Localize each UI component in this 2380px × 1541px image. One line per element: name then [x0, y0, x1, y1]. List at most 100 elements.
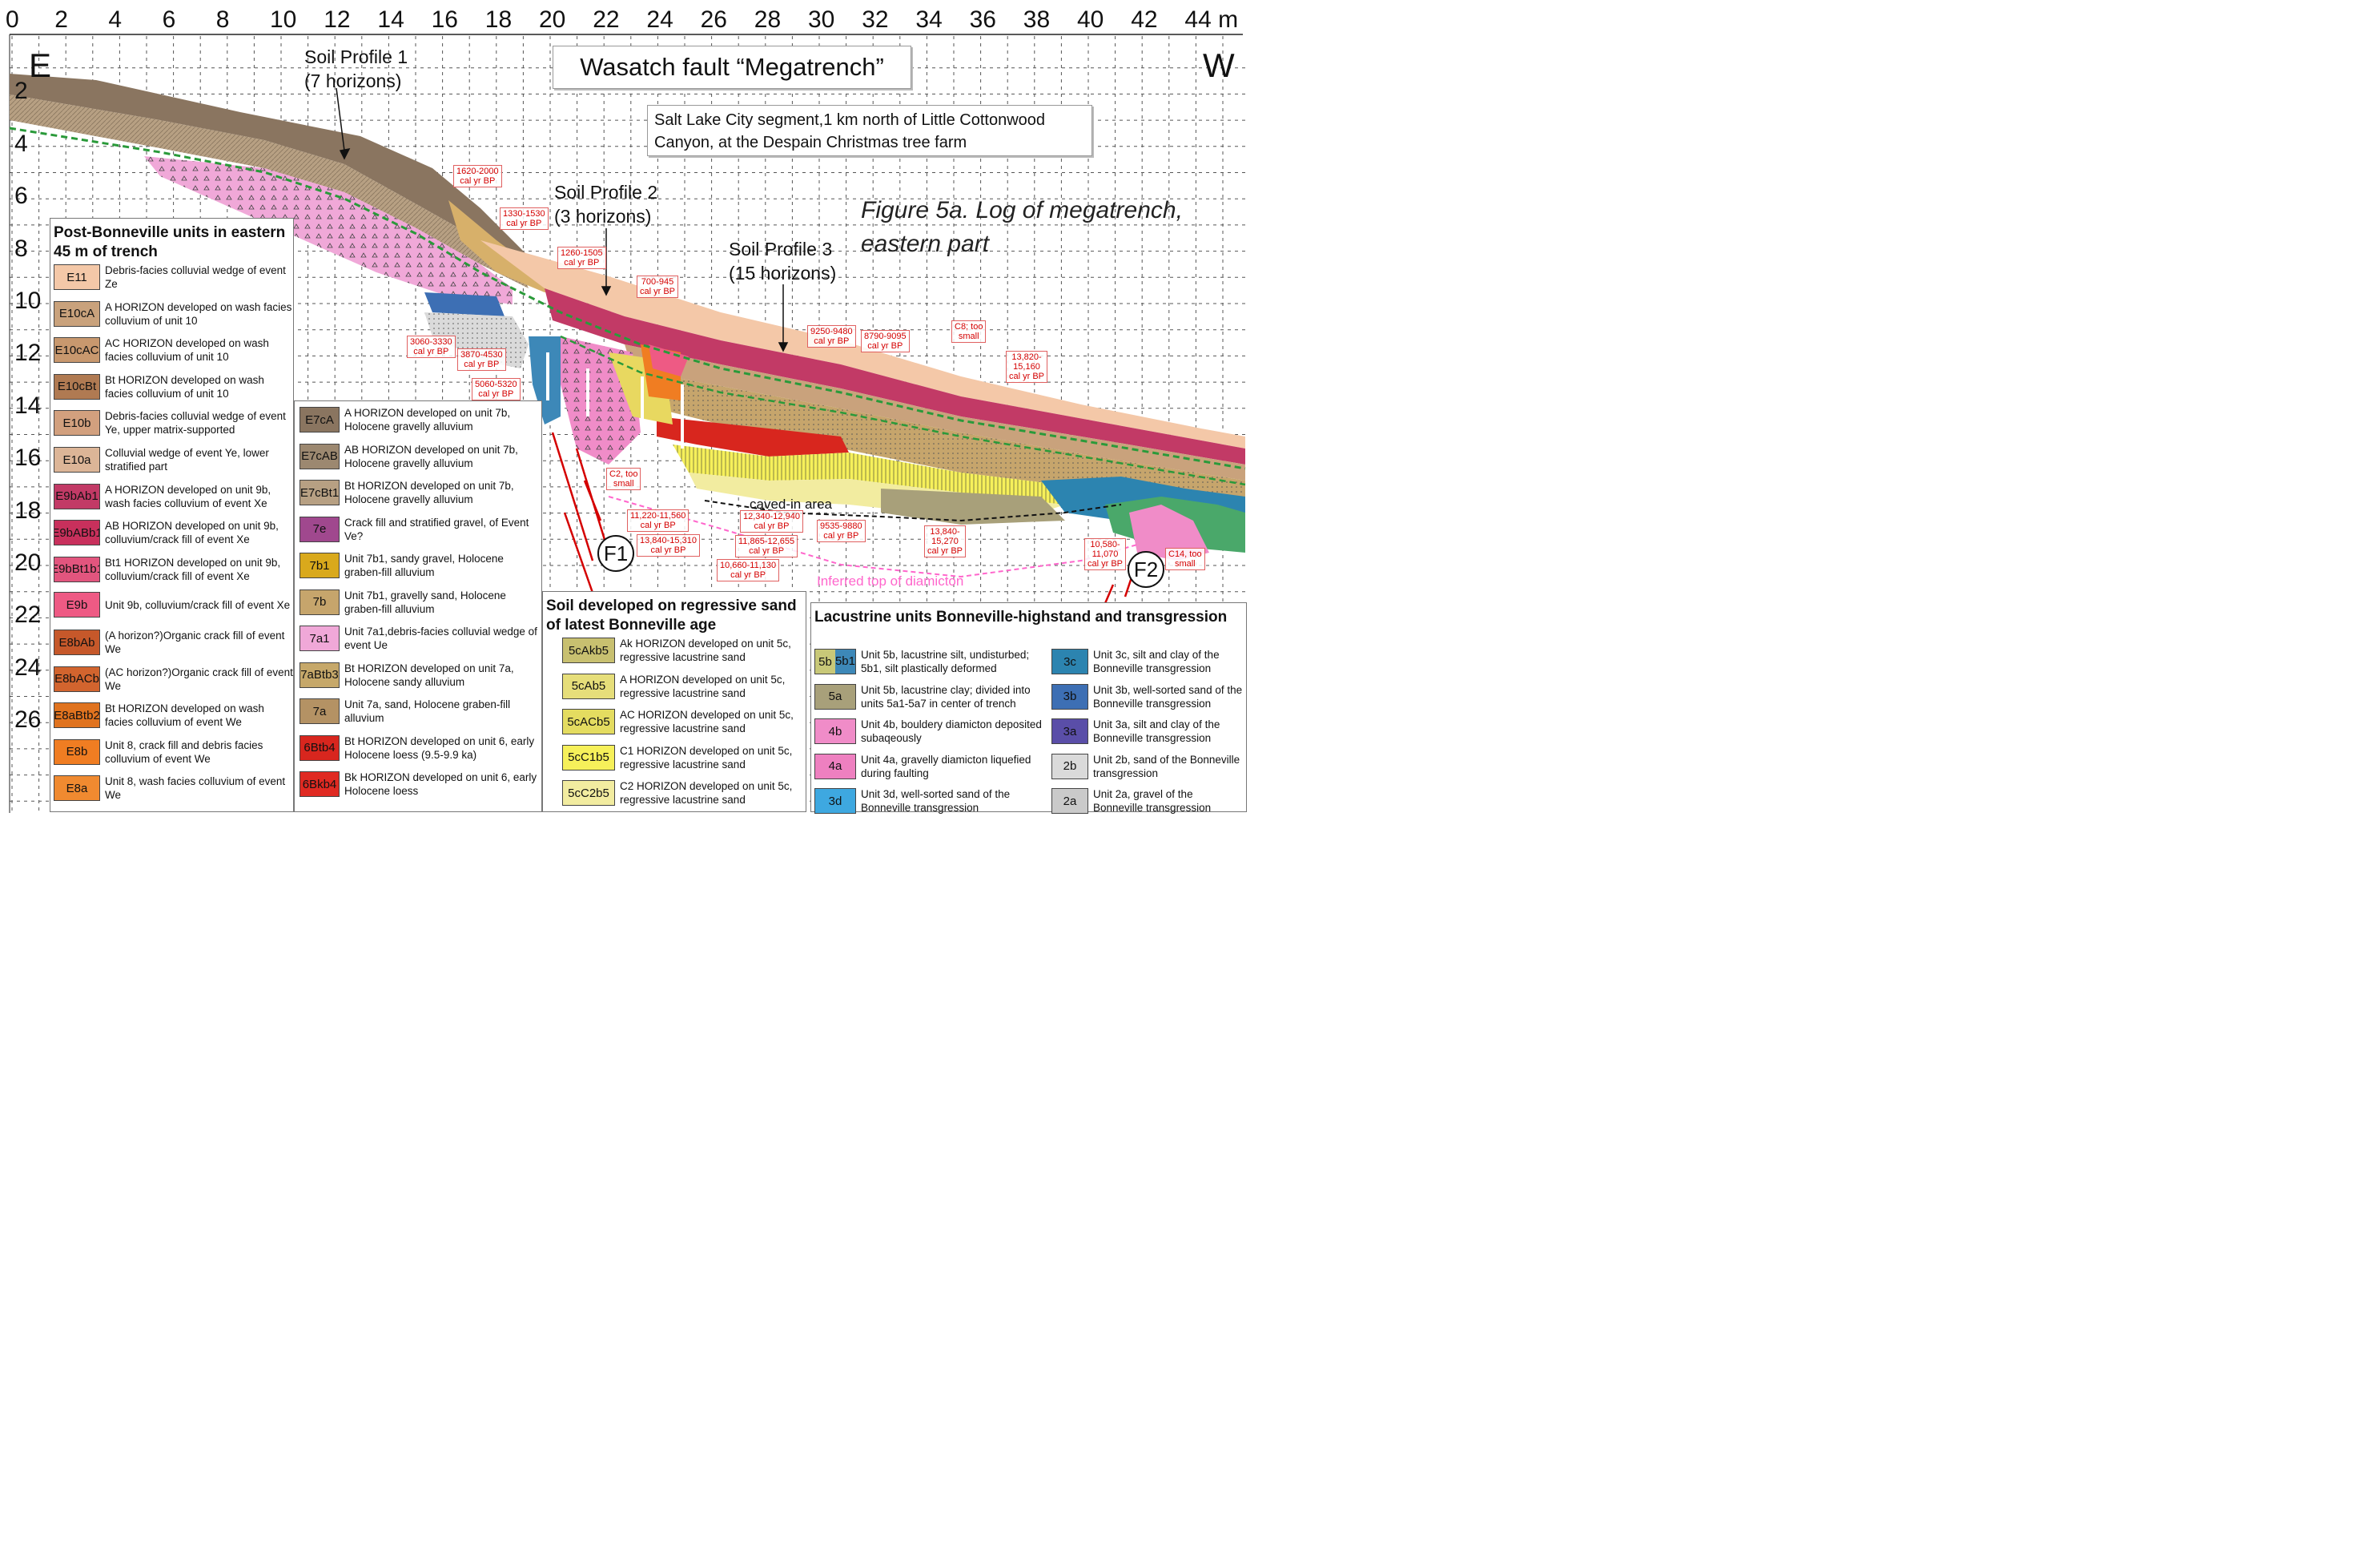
age-label: C14, too small: [1165, 548, 1205, 570]
legend-description: Unit 7a, sand, Holocene graben-fill allu…: [344, 698, 511, 724]
legend-description: Unit 4a, gravelly diamicton liquefied du…: [861, 753, 1031, 779]
legend-description: Bt1 HORIZON developed on unit 9b, colluv…: [105, 556, 281, 582]
legend-swatch: 5cC2b5: [562, 780, 615, 806]
legend-swatch: E10cA: [54, 300, 100, 327]
legend-swatch: E9bBt1b1: [54, 556, 100, 582]
age-label: 12,340-12,940 cal yr BP: [740, 510, 803, 533]
legend-code: 5cACb5: [567, 714, 610, 729]
age-label: C2, too small: [606, 468, 641, 490]
legend-description: Unit 3c, silt and clay of the Bonneville…: [1093, 649, 1220, 674]
legend-swatch: E8bACb: [54, 666, 100, 692]
legend-code: E10b: [62, 416, 91, 430]
legend-swatch: E9b: [54, 592, 100, 618]
legend-swatch: 3c: [1051, 649, 1088, 674]
legend-swatch: E8aBtb2: [54, 702, 100, 729]
legend-item: E8bAb(A horizon?)Organic crack fill of e…: [54, 629, 294, 656]
unit-3b-block: [424, 292, 505, 316]
x-tick-label: 44 m: [1184, 6, 1239, 33]
legend-regressive-heading: Soil developed on regressive sand of lat…: [546, 597, 797, 634]
legend-swatch: 7b1: [300, 553, 340, 578]
legend-swatch: 4b: [814, 718, 856, 744]
legend-swatch: 5cAkb5: [562, 638, 615, 663]
x-tick-label: 18: [484, 6, 513, 33]
page-title: Wasatch fault “Megatrench”: [553, 46, 911, 89]
age-label: 3060-3330 cal yr BP: [407, 336, 456, 358]
soil-boundary-line: [9, 127, 1246, 470]
age-label: 1620-2000 cal yr BP: [453, 165, 502, 187]
x-tick-label: 28: [754, 6, 782, 33]
x-tick-label: 12: [324, 6, 351, 33]
fault-f2-label: F2: [1128, 551, 1164, 588]
legend-code: E7cBt1: [300, 485, 340, 500]
age-label: 9535-9880 cal yr BP: [817, 520, 866, 542]
legend-swatch: E10cBt: [54, 373, 100, 400]
age-label: 9250-9480 cal yr BP: [807, 325, 856, 348]
legend-code: 7a: [312, 704, 327, 718]
x-tick-label: 2: [54, 6, 68, 33]
legend-code: 6Btb4: [304, 741, 336, 754]
age-label: 10,580- 11,070 cal yr BP: [1084, 538, 1127, 570]
legend-description: Ak HORIZON developed on unit 5c, regress…: [620, 638, 791, 663]
unit-e11-band: [480, 240, 1245, 449]
legend-code: E8aBtb2: [54, 708, 100, 722]
x-tick-label: 36: [969, 6, 996, 33]
figure-caption-line-1: Figure 5a. Log of megatrench,: [861, 197, 1183, 223]
legend-code: E10cAC: [54, 343, 99, 357]
legend-description: Unit 2b, sand of the Bonneville transgre…: [1093, 753, 1240, 779]
unit-3a-block: [529, 336, 561, 424]
legend-swatch: 5cACb5: [562, 709, 615, 734]
soil-profile-1: Soil Profile 1 (7 horizons): [304, 45, 408, 93]
direction-west-label: W: [1203, 46, 1235, 84]
legend-code: E7cA: [305, 412, 334, 427]
legend-post-bonneville: Post-Bonneville units in eastern 45 m of…: [50, 218, 294, 812]
legend-code: 3b: [1063, 690, 1077, 703]
legend-post-bonneville-heading: Post-Bonneville units in eastern 45 m of…: [54, 224, 286, 260]
unit-e7ca-band: [10, 74, 537, 268]
age-label: 13,820- 15,160 cal yr BP: [1006, 351, 1048, 383]
legend-description: C2 HORIZON developed on unit 5c, regress…: [620, 780, 793, 806]
legend-swatch: 7a1: [300, 626, 340, 651]
x-tick-label: 30: [808, 6, 835, 33]
legend-description: Unit 7b1, gravelly sand, Holocene graben…: [344, 589, 506, 615]
y-tick-label: 18: [14, 497, 42, 524]
unit-e10ca-band: [625, 344, 1245, 481]
legend-description: Bk HORIZON developed on unit 6, early Ho…: [344, 771, 537, 797]
x-tick-label: 10: [270, 6, 297, 33]
legend-description: Unit 8, crack fill and debris facies col…: [105, 738, 263, 765]
legend-swatch: 6Bkb4: [300, 771, 340, 797]
subtitle-line-2: Canyon, at the Despain Christmas tree fa…: [654, 134, 967, 151]
x-tick-label: 40: [1077, 6, 1104, 33]
legend-description: AB HORIZON developed on unit 7b, Holocen…: [344, 443, 518, 469]
legend-item: 7a Unit 7a, sand, Holocene graben-fill al…: [300, 698, 540, 725]
legend-description: Bt HORIZON developed on unit 7b, Holocen…: [344, 480, 514, 505]
legend-code: 7aBtb3: [300, 668, 339, 682]
legend-swatch: E9bABb1: [54, 520, 100, 546]
x-tick-label: 16: [431, 6, 458, 33]
legend-item: E9bBt1b1Bt1 HORIZON developed on unit 9b…: [54, 556, 294, 583]
soil-profile-3: Soil Profile 3 (15 horizons): [729, 237, 836, 285]
legend-code: E11: [66, 270, 87, 284]
x-tick-label: 0: [6, 6, 19, 33]
legend-swatch: 5a: [814, 683, 856, 710]
legend-code: 2b: [1063, 759, 1077, 773]
legend-description: Bt HORIZON developed on unit 7a, Holocen…: [344, 662, 514, 688]
